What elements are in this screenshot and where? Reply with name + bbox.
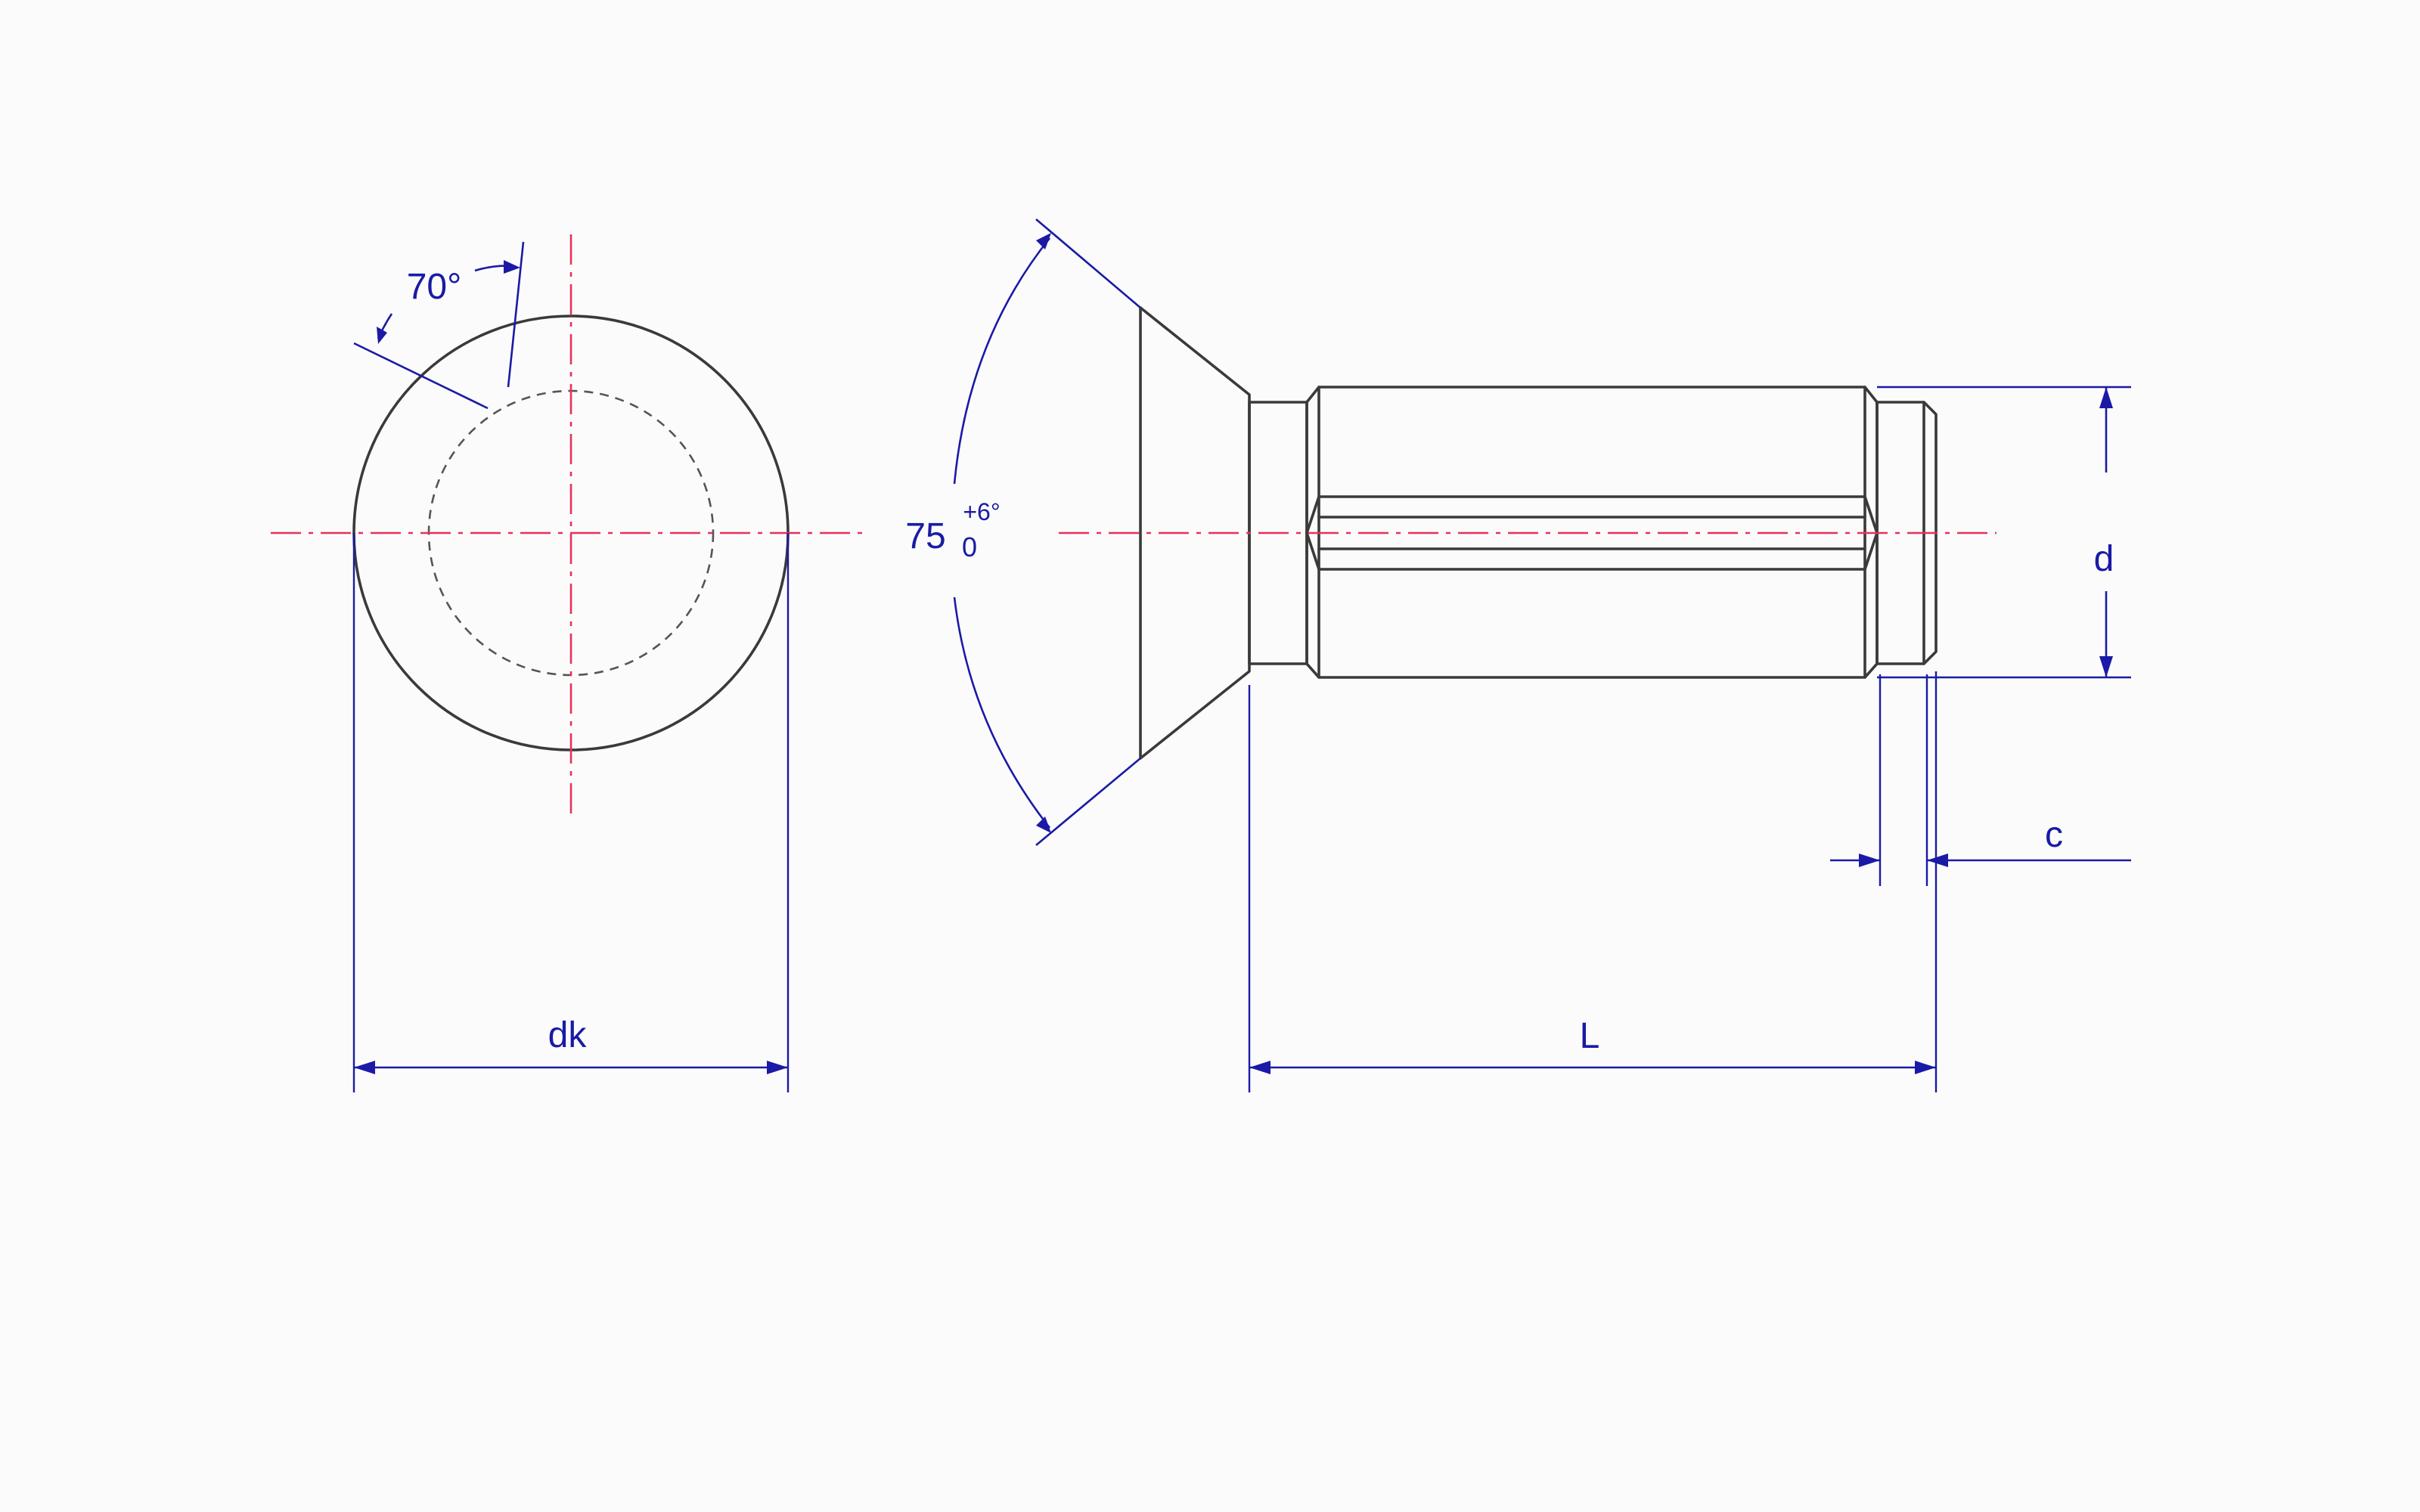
end-view: 70° (271, 234, 862, 815)
head-angle-label: 70° (407, 267, 462, 307)
angle-arrow-left (377, 327, 387, 344)
angle-ref-line-1 (353, 342, 489, 410)
cone-arrow-top (1036, 233, 1051, 249)
countersunk-head (1139, 306, 1251, 760)
shank-body (1305, 386, 1879, 679)
cone-angle-arc-bottom (953, 596, 1051, 829)
angle-arrow-right (504, 260, 520, 274)
cone-arrow-bottom (1036, 816, 1051, 833)
cone-ext-bottom (1035, 758, 1141, 846)
d-arrow-bottom (2099, 656, 2113, 677)
cone-tolerance-upper: +6° (963, 498, 1000, 525)
c-arrow-right (1927, 854, 1948, 867)
dk-arrow-right (767, 1061, 788, 1074)
groove-outline (1305, 495, 1879, 571)
L-arrow-left (1249, 1061, 1270, 1074)
L-label: L (1580, 1016, 1600, 1056)
dk-arrow-left (354, 1061, 375, 1074)
c-arrow-left (1859, 854, 1880, 867)
c-label: c (2045, 815, 2063, 855)
cone-tolerance-lower: 0 (962, 531, 977, 562)
dimensions: dk L d c (352, 386, 2131, 1092)
cone-angle-arc-top (953, 237, 1051, 485)
cone-ext-top (1035, 218, 1141, 308)
angle-ref-line-2 (507, 241, 525, 388)
d-label: d (2094, 539, 2114, 579)
cone-angle-label: 75 (905, 516, 945, 556)
dk-label: dk (548, 1015, 588, 1055)
L-arrow-right (1915, 1061, 1936, 1074)
d-arrow-top (2099, 387, 2113, 408)
side-view: 75 +6° 0 (905, 218, 1996, 846)
